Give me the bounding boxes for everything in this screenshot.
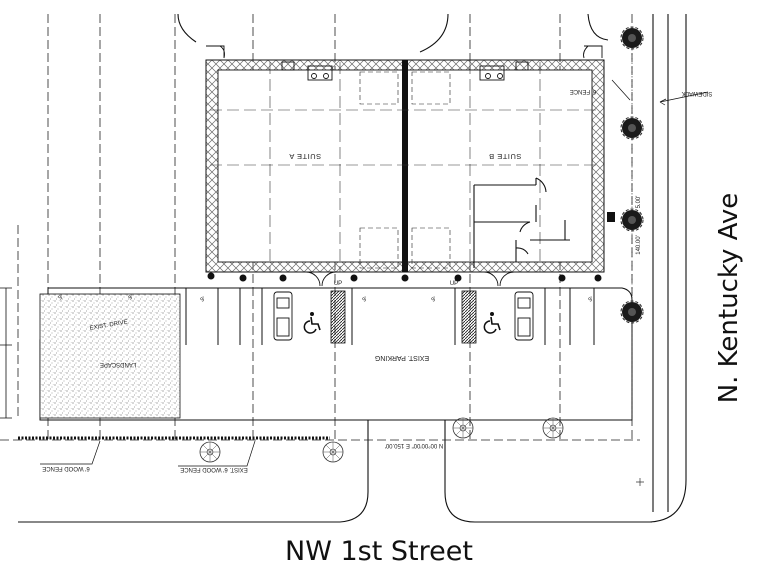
- building: SUITE A SUITE B: [205, 45, 615, 287]
- tree-6: [322, 441, 344, 463]
- stair-up-a: UP: [334, 281, 342, 287]
- tree-4: [620, 300, 644, 324]
- stall-label-5: 9': [431, 296, 438, 303]
- wood-fence-label: 6' WOOD FENCE: [42, 465, 89, 471]
- stall-label-2: 9': [128, 294, 135, 301]
- stall-label-6: 9': [588, 296, 595, 303]
- tree-5: [199, 441, 221, 463]
- tree-7: [452, 417, 474, 439]
- exist-fence-label: EXIST. 6' WOOD FENCE: [180, 466, 248, 472]
- stall-label-1: 9': [58, 294, 65, 301]
- tree-3: [620, 208, 644, 232]
- stall-label-4: 9': [362, 296, 369, 303]
- property-line-label: N 00°00'00" E 150.00': [385, 442, 444, 448]
- new-fence-label: 6' FENCE: [570, 88, 596, 94]
- stair-up-b: UP: [450, 281, 458, 287]
- parking-label: EXIST. PARKING: [375, 354, 429, 361]
- landscape-label: LANDSCAPE: [100, 361, 136, 367]
- suite-b-label: SUITE B: [489, 152, 522, 161]
- street-label-east: N. Kentucky Ave: [714, 192, 744, 404]
- roadway-edges: [18, 13, 687, 523]
- stall-label-3: 9': [200, 296, 207, 303]
- sidewalk-label: SIDEWALK: [682, 90, 713, 96]
- tree-8: [542, 417, 564, 439]
- tree-2: [620, 116, 644, 140]
- fence-and-landscape: 6' WOOD FENCE EXIST. 6' WOOD FENCE N 00°…: [18, 26, 713, 486]
- landscape-area: [39, 293, 181, 419]
- side-dimension: 5.00': [636, 196, 642, 209]
- street-label-south: NW 1st Street: [285, 536, 473, 567]
- parking-lot: EXIST. PARKING LANDSCAPE UP UP 9' 9' 9' …: [0, 281, 633, 421]
- frontage-dimension: 140.00': [636, 235, 642, 255]
- suite-a-label: SUITE A: [289, 152, 321, 161]
- tree-1: [620, 26, 644, 50]
